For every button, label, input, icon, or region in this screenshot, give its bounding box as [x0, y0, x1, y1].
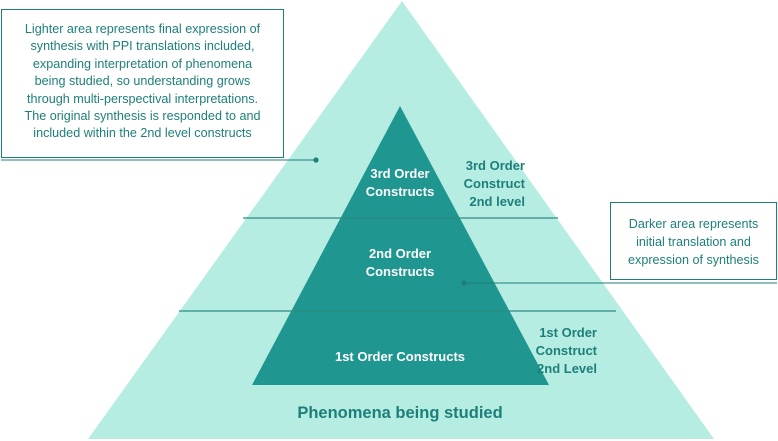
darker-note-line: initial translation and — [636, 235, 751, 249]
third-order-constructs-label: 3rd Order Constructs — [365, 166, 435, 199]
lighter-note-line: expanding interpretation of phenomena — [32, 56, 253, 71]
lighter-area-note: Lighter area represents final expression… — [1, 9, 284, 158]
darker-note-line: Darker area represents — [628, 217, 759, 231]
darker-note-line: expression of synthesis — [628, 253, 759, 267]
lighter-note-line: being studied, so understanding grows — [34, 74, 251, 89]
second-order-constructs-label: 2nd Order Constructs — [365, 246, 435, 279]
lighter-note-line: The original synthesis is responded to a… — [24, 109, 261, 124]
dark-note-pointer-dot — [461, 280, 467, 286]
darker-area-note: Darker area represents initial translati… — [610, 202, 777, 280]
lighter-note-line: Lighter area represents final expression… — [24, 22, 261, 36]
lighter-note-line: through multi-perspectival interpretatio… — [27, 91, 258, 106]
first-order-side-label: 1st Order Construct 2nd Level — [535, 325, 597, 376]
light-note-pointer-dot — [313, 157, 319, 163]
first-order-constructs-label: 1st Order Constructs — [334, 349, 466, 364]
third-order-side-label: 3rd Order Construct 2nd level — [463, 158, 525, 209]
phenomena-being-studied-label: Phenomena being studied — [297, 404, 503, 422]
lighter-note-line: included within the 2nd level constructs — [33, 126, 252, 141]
darker-area-triangle — [252, 106, 549, 385]
lighter-note-line: synthesis with PPI translations included… — [30, 39, 255, 54]
